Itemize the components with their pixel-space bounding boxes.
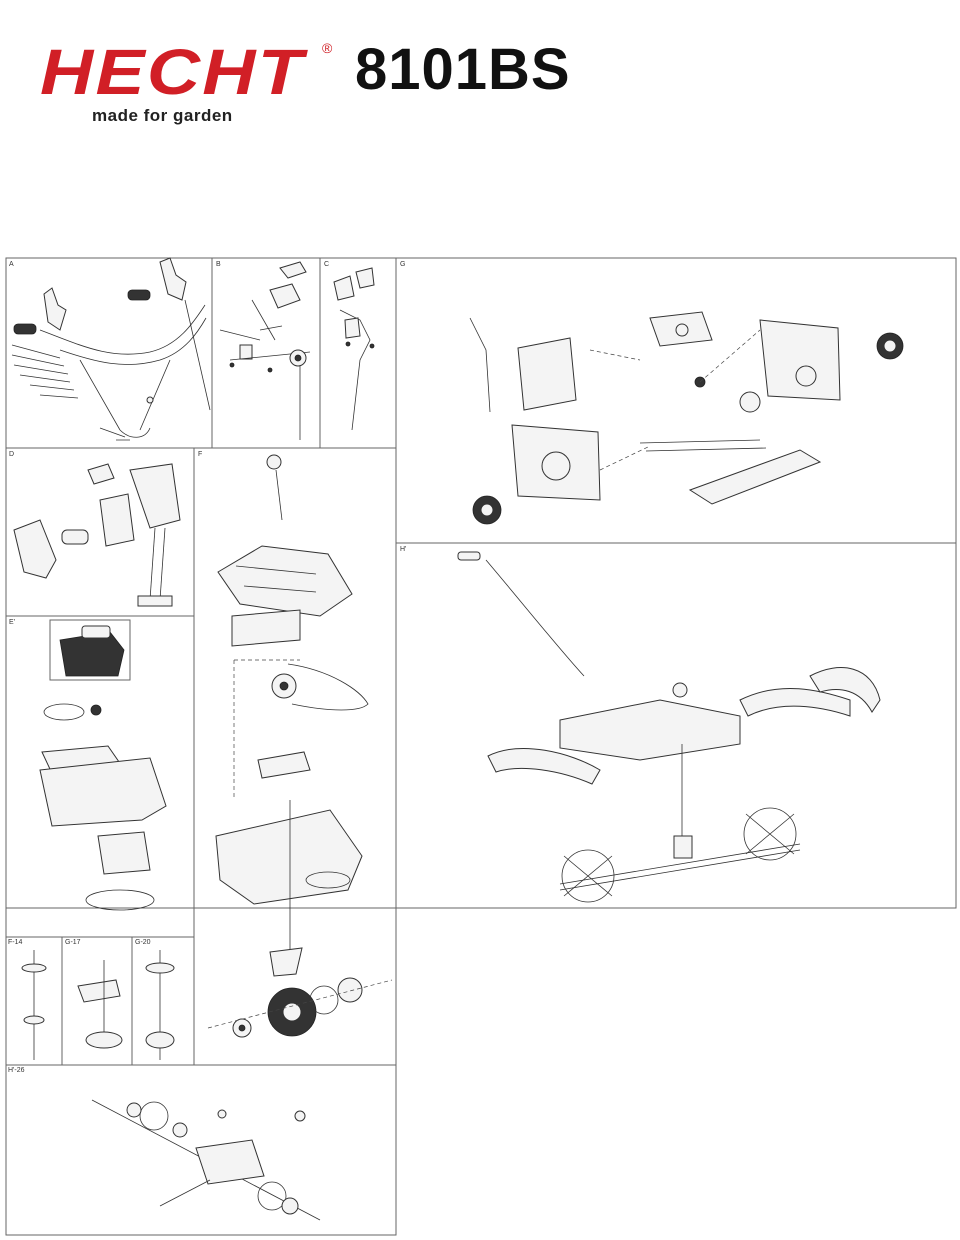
panel-label-c: C [324, 261, 329, 268]
panel-label-d: D [9, 451, 14, 458]
panel-labels: A B C G D F E' H' F-14 G-17 G-20 H'-26 [8, 261, 406, 1074]
housing-drive-f-drawing [207, 454, 393, 1038]
panel-label-g17: G-17 [65, 939, 81, 946]
panel-label-a: A [9, 261, 14, 268]
panel-label-g: G [400, 261, 405, 268]
engine-e-drawing [39, 619, 167, 911]
gearbox-h26-drawing [91, 1099, 321, 1221]
header: HECHT ® made for garden 8101BS [0, 0, 960, 140]
detail-insets-drawing [21, 950, 175, 1060]
frame-wheels-g-drawing [469, 311, 904, 525]
handlebar-assembly-drawing [11, 257, 211, 441]
panel-label-g20: G-20 [135, 939, 151, 946]
registered-mark: ® [322, 40, 333, 56]
shift-lever-d-drawing [13, 463, 181, 607]
panel-label-h: H' [400, 546, 406, 553]
panel-label-b: B [216, 261, 221, 268]
tiller-tines-h-drawing [457, 551, 881, 903]
panel-frames [5, 257, 957, 1236]
panel-label-f14: F-14 [8, 939, 23, 946]
brand-tagline: made for garden [92, 106, 233, 125]
model-number: 8101BS [355, 37, 571, 102]
panel-label-f: F [198, 451, 202, 458]
control-cable-c-drawing [333, 267, 375, 431]
brand-logo: HECHT ® made for garden [40, 36, 333, 126]
control-cable-b-drawing [219, 261, 311, 440]
brand-wordmark: HECHT [40, 36, 306, 108]
panel-label-e: E' [9, 619, 15, 626]
panel-label-h26: H'-26 [8, 1067, 25, 1074]
